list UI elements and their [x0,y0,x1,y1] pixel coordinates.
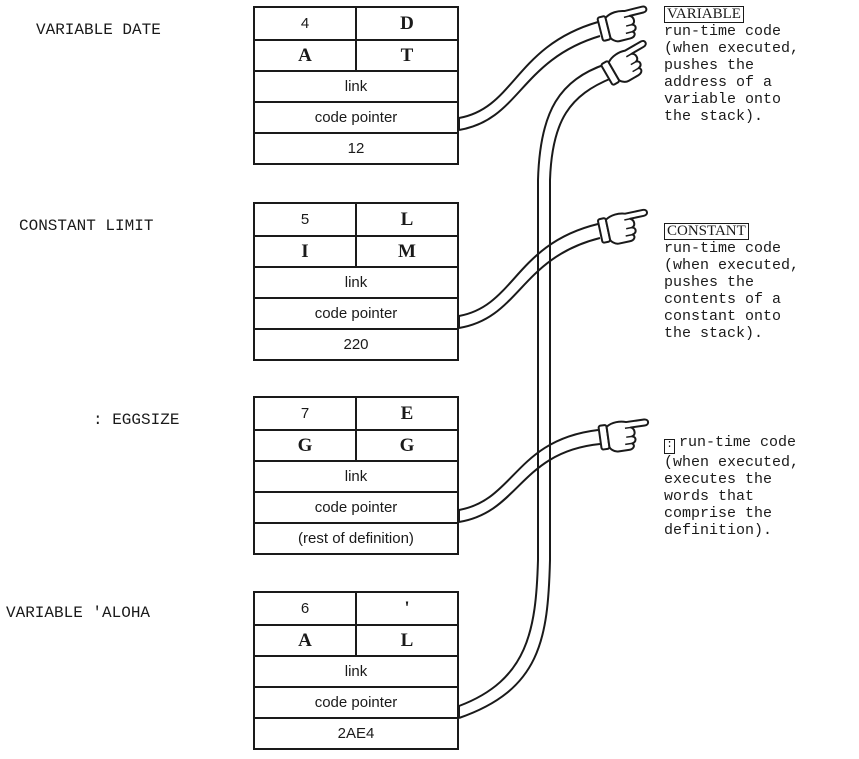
note-constant: CONSTANT run-time code (when executed, p… [664,223,799,342]
parameter-value: 12 [347,140,365,157]
note-line: variable onto [664,91,782,108]
note-line: definition). [664,522,773,539]
code-pointer-text: code pointer [314,109,398,126]
link-field: link [255,655,457,686]
parameter-field: 12 [255,132,457,163]
name-header-row: 6 ' [255,593,457,624]
arm-colon-eggsize [458,416,653,523]
name-header-row: 5 L [255,204,457,235]
name-length: 5 [300,211,310,228]
name-char: L [355,626,457,655]
arm-variable-aloha [458,37,659,719]
parameter-field: (rest of definition) [255,522,457,553]
note-line: (when executed, [664,454,800,471]
note-line: comprise the [664,505,773,522]
note-line: run-time code [664,23,782,40]
name-char: A [298,629,312,651]
note-line: run-time code [664,240,782,257]
definition-label-eggsize: : EGGSIZE [93,411,180,429]
name-length: 4 [300,15,310,32]
dictionary-entry-eggsize: 7 E G G link code pointer (rest of defin… [253,396,459,555]
note-line: contents of a [664,291,782,308]
name-chars-row: G G [255,429,457,460]
name-char: I [301,240,309,262]
note-variable: VARIABLE run-time code (when executed, p… [664,6,799,125]
arm-variable-date [458,3,654,131]
name-char: G [355,431,457,460]
name-char: L [355,204,457,235]
name-chars-row: A T [255,39,457,70]
arm-constant-limit [458,206,654,329]
note-line: pushes the [664,274,755,291]
note-line: words that [664,488,755,505]
note-line: (when executed, [664,40,800,57]
definition-label-aloha: VARIABLE 'ALOHA [6,604,151,622]
constant-tag: CONSTANT [664,223,749,240]
parameter-field: 2AE4 [255,717,457,748]
parameter-value: (rest of definition) [298,530,414,547]
note-line: pushes the [664,57,755,74]
note-line: address of a [664,74,773,91]
note-first-line: : run-time code [664,434,799,454]
note-colon: : run-time code (when executed, executes … [664,434,799,539]
name-header-row: 4 D [255,8,457,39]
name-chars-row: I M [255,235,457,266]
note-line: the stack). [664,108,764,125]
note-line: the stack). [664,325,764,342]
name-char: ' [355,593,457,624]
parameter-value: 220 [343,336,369,353]
dictionary-entry-aloha: 6 ' A L link code pointer 2AE4 [253,591,459,750]
link-field: link [255,266,457,297]
name-char: D [355,8,457,39]
link-text: link [344,78,368,95]
link-field: link [255,70,457,101]
code-pointer-field: code pointer [255,491,457,522]
code-pointer-text: code pointer [314,305,398,322]
parameter-value: 2AE4 [337,725,375,742]
colon-tag: : [664,439,675,454]
link-text: link [344,663,368,680]
name-length: 7 [300,405,310,422]
dictionary-entry-limit: 5 L I M link code pointer 220 [253,202,459,361]
definition-label-date: VARIABLE DATE [36,21,161,39]
name-char: G [297,434,313,456]
code-pointer-field: code pointer [255,101,457,132]
code-pointer-field: code pointer [255,686,457,717]
code-pointer-field: code pointer [255,297,457,328]
note-line: (when executed, [664,257,800,274]
name-length: 6 [300,600,310,617]
link-field: link [255,460,457,491]
code-pointer-text: code pointer [314,499,398,516]
name-char: T [355,41,457,70]
link-text: link [344,468,368,485]
variable-tag: VARIABLE [664,6,744,23]
name-char: A [298,44,312,66]
note-line: constant onto [664,308,782,325]
link-text: link [344,274,368,291]
definition-label-limit: CONSTANT LIMIT [19,217,154,235]
note-line: run-time code [679,434,797,451]
name-chars-row: A L [255,624,457,655]
note-line: executes the [664,471,773,488]
name-char: M [355,237,457,266]
name-header-row: 7 E [255,398,457,429]
parameter-field: 220 [255,328,457,359]
dictionary-entry-date: 4 D A T link code pointer 12 [253,6,459,165]
name-char: E [355,398,457,429]
code-pointer-text: code pointer [314,694,398,711]
